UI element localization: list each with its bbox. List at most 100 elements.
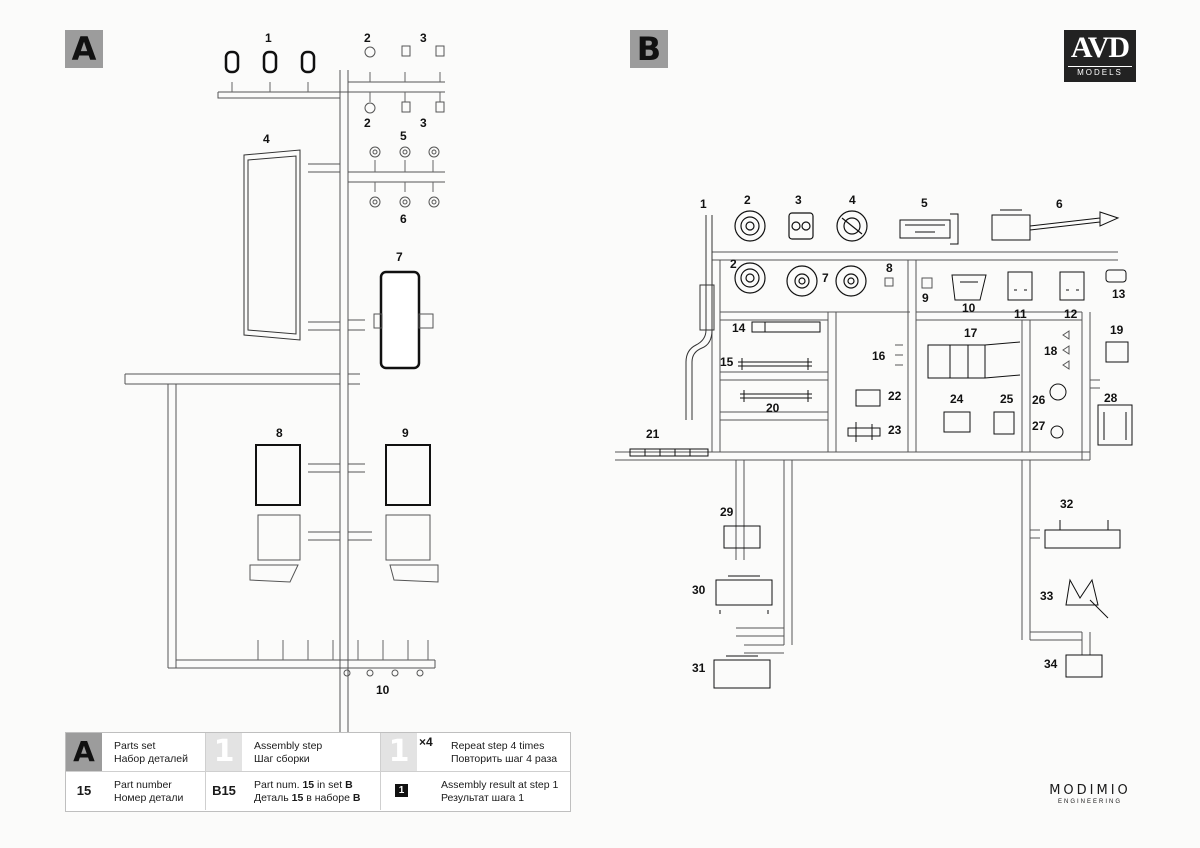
legend-part-in-set-en-num: 15 [302,779,315,791]
label-a2: 2 [364,31,371,45]
part-b5-axle [899,213,959,245]
label-a9: 9 [402,426,409,440]
label-a1: 1 [265,31,272,45]
legend-part-in-set-en: Part num. 15 in set B [254,779,360,792]
part-b30 [715,575,773,614]
set-a-badge: A [65,30,103,68]
part-b20 [740,390,812,402]
legend-assembly-step: 1 Assembly step Шаг сборки [206,733,381,772]
label-b29: 29 [720,505,734,519]
legend-repeat-step-text: Repeat step 4 times Повторить шаг 4 раза [451,740,557,766]
label-b2: 2 [744,193,751,207]
modimio-logo-subtext: ENGINEERING [1057,799,1122,805]
legend-part-in-set-en-mid: in set [314,779,346,791]
avd-models-logo: AVD MODELS [1064,30,1136,82]
set-b-badge: B [630,30,668,68]
label-a5: 5 [400,129,407,143]
label-b15: 15 [720,355,734,369]
label-b13: 13 [1112,287,1126,301]
sprue-a-runner [124,70,445,790]
legend-repeat-step-en: Repeat step 4 times [451,740,545,752]
legend-part-number: 15 Part number Номер детали [66,772,206,810]
label-b27: 27 [1032,419,1046,433]
part-b23 [847,422,881,442]
part-b17-frame [927,341,1021,379]
legend-part-in-set-ru-mid: в наборе [303,792,353,804]
legend-part-in-set-en-pre: Part num. [254,779,303,791]
label-b19: 19 [1110,323,1124,337]
label-b11: 11 [1014,307,1027,321]
part-a7-panel [379,270,421,370]
legend-parts-set: A Parts set Набор деталей [66,733,206,772]
legend-part-number-ru: Номер детали [114,792,184,804]
legend-assembly-result-key: 1 [395,784,408,797]
sprue-b-part-labels: 1 2 3 4 5 6 2 7 8 9 10 11 12 13 14 15 16… [646,193,1126,675]
label-a3: 3 [420,31,427,45]
sprue-b [615,209,1133,689]
part-b22 [855,389,881,407]
legend-assembly-result: 1 Assembly result at step 1 Результат ша… [381,772,570,810]
label-b21: 21 [646,427,660,441]
part-b34 [1065,654,1103,678]
label-b30: 30 [692,583,706,597]
legend-repeat-multiplier: ×4 [419,735,433,749]
part-b32 [1044,520,1121,549]
legend-assembly-step-en: Assembly step [254,740,323,752]
label-b20: 20 [766,401,780,415]
label-a3b: 3 [420,116,427,130]
label-b9: 9 [922,291,929,305]
modimio-logo: MODIMIO ENGINEERING [1042,784,1138,807]
label-b1: 1 [700,197,707,211]
legend-repeat-step: 1 ×4 Repeat step 4 times Повторить шаг 4… [381,733,570,772]
part-b12 [1059,271,1085,301]
label-b28: 28 [1104,391,1118,405]
label-b34: 34 [1044,657,1058,671]
label-b10: 10 [962,301,976,315]
legend-parts-set-key: A [66,733,102,771]
label-b26: 26 [1032,393,1046,407]
label-a7: 7 [396,250,403,264]
label-b17: 17 [964,326,978,340]
label-a4: 4 [263,132,270,146]
legend-part-in-set-ru: Деталь 15 в наборе B [254,792,360,805]
legend-part-in-set-key: B15 [212,783,236,798]
label-b32: 32 [1060,497,1074,511]
label-b16: 16 [872,349,886,363]
legend-repeat-step-key: 1 [381,733,417,771]
part-b21 [629,448,709,457]
legend-part-in-set-ru-num: 15 [291,792,304,804]
label-b22: 22 [888,389,902,403]
legend-assembly-result-en: Assembly result at step 1 [441,779,559,791]
part-b1-exhaust-pipe [685,215,715,420]
legend-table: A Parts set Набор деталей 1 Assembly ste… [65,732,571,812]
part-b6-driveshaft [991,209,1120,241]
legend-assembly-result-ru: Результат шага 1 [441,792,525,804]
part-b14 [751,321,821,333]
legend-assembly-step-text: Assembly step Шаг сборки [254,740,322,766]
part-b31 [713,655,771,689]
label-b4: 4 [849,193,856,207]
label-a8: 8 [276,426,283,440]
part-a4-windshield [243,149,301,341]
label-b7: 7 [822,271,829,285]
label-b24: 24 [950,392,964,406]
label-b31: 31 [692,661,706,675]
part-a9-door-window [385,444,431,506]
label-a6: 6 [400,212,407,226]
part-b33 [1065,578,1109,619]
part-b13 [1105,269,1127,283]
modimio-logo-text: MODIMIO [1049,783,1131,798]
legend-assembly-step-ru: Шаг сборки [254,753,310,765]
legend-part-in-set-en-set: B [345,779,353,791]
part-a8-door-window [255,444,301,506]
label-b5: 5 [921,196,928,210]
legend-assembly-result-text: Assembly result at step 1 Результат шага… [441,779,558,805]
legend-part-in-set: B15 Part num. 15 in set B Деталь 15 в на… [206,772,381,810]
label-b25: 25 [1000,392,1014,406]
label-b14: 14 [732,321,746,335]
sprue-b-runner [615,251,1118,655]
legend-part-number-text: Part number Номер детали [114,779,183,805]
part-b10 [951,274,987,301]
legend-parts-set-text: Parts set Набор деталей [114,740,188,766]
